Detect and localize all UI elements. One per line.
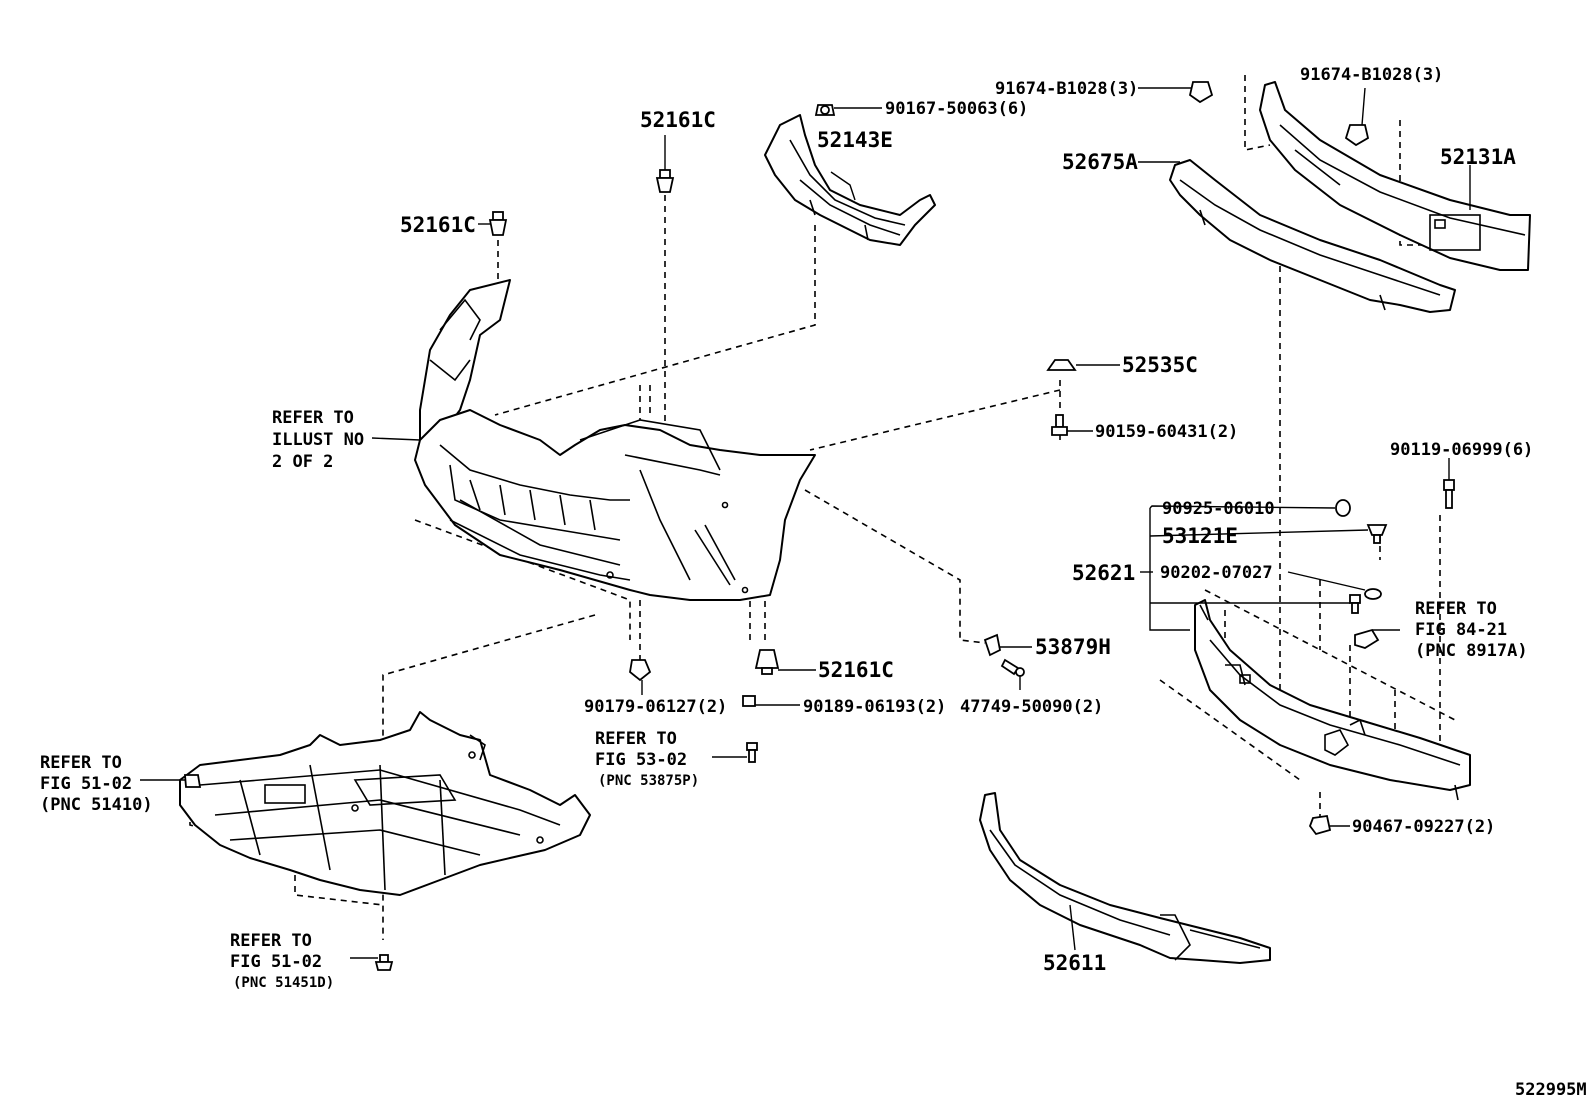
clip-52161c-bottom-icon [754, 649, 780, 675]
callout-52161c-left: 52161C [400, 213, 476, 237]
bolt-91674-left-icon [1188, 81, 1214, 104]
callout-52161c-top: 52161C [640, 108, 716, 132]
screw-53875p-icon [746, 742, 758, 763]
clip-51410-icon [184, 774, 202, 788]
sensor-bracket-icon [1354, 628, 1380, 649]
callout-52611: 52611 [1043, 951, 1106, 975]
callout-90119: 90119-06999(6) [1390, 440, 1533, 460]
callout-90189: 90189-06193(2) [803, 697, 946, 717]
clip-52161c-top-icon [655, 169, 675, 193]
refer-note-fig-53-02: REFER TO FIG 53-02 (PNC 53875P) [595, 729, 699, 789]
bolt-91674-right-icon [1344, 124, 1370, 147]
callout-53121e: 53121E [1162, 524, 1238, 548]
refer-note-fig-51-02-a: REFER TO FIG 51-02 (PNC 51410) [40, 753, 153, 815]
svg-text:(PNC 53875P): (PNC 53875P) [598, 773, 699, 789]
screw-47749-icon [1000, 658, 1025, 677]
screw-51451d-icon [374, 954, 394, 971]
callout-91674-left: 91674-B1028(3) [995, 79, 1138, 99]
diagram-id: 522995M [1515, 1080, 1587, 1099]
svg-text:REFER TO: REFER TO [230, 931, 312, 951]
bumper-bracket-52143e [764, 114, 936, 246]
clip-52161c-left-icon [488, 211, 508, 236]
callout-52621: 52621 [1072, 561, 1135, 585]
clip-53121e-icon [1366, 524, 1388, 544]
bolt-90159-icon [1051, 414, 1068, 436]
svg-text:FIG 84-21: FIG 84-21 [1415, 620, 1507, 640]
energy-absorber-52675a [1169, 159, 1456, 313]
svg-text:FIG 51-02: FIG 51-02 [230, 952, 322, 972]
callout-90167: 90167-50063(6) [885, 99, 1028, 119]
lower-support-52621 [1194, 599, 1471, 801]
clip-90467-icon [1308, 814, 1332, 836]
clip-90167-icon [814, 104, 836, 116]
callout-90159: 90159-60431(2) [1095, 422, 1238, 442]
grommet-90925-icon [1335, 499, 1351, 517]
reinforcement-52131a [1259, 81, 1531, 271]
svg-text:REFER TO: REFER TO [40, 753, 122, 773]
refer-note-fig-51-02-b: REFER TO FIG 51-02 (PNC 51451D) [230, 931, 334, 991]
nut-90189-icon [742, 695, 756, 707]
callout-52535c: 52535C [1122, 353, 1198, 377]
washer-90202-icon [1364, 588, 1382, 600]
callout-90467: 90467-09227(2) [1352, 817, 1495, 837]
svg-text:REFER TO: REFER TO [1415, 599, 1497, 619]
callout-52131a: 52131A [1440, 145, 1516, 169]
lower-spoiler-52611 [979, 792, 1271, 964]
svg-text:(PNC 8917A): (PNC 8917A) [1415, 641, 1528, 661]
leader-lines [140, 87, 1471, 959]
svg-text:FIG 53-02: FIG 53-02 [595, 750, 687, 770]
svg-text:REFER TO: REFER TO [272, 408, 354, 428]
svg-text:(PNC 51451D): (PNC 51451D) [233, 975, 334, 991]
callout-90925: 90925-06010 [1162, 499, 1275, 519]
front-bumper-cover [414, 279, 816, 601]
svg-text:FIG 51-02: FIG 51-02 [40, 774, 132, 794]
callout-47749: 47749-50090(2) [960, 697, 1103, 717]
callout-53879h: 53879H [1035, 635, 1111, 659]
clip-52535c-icon [1046, 359, 1077, 371]
callout-52143e: 52143E [817, 128, 893, 152]
svg-text:ILLUST NO: ILLUST NO [272, 430, 364, 450]
callout-91674-right: 91674-B1028(3) [1300, 65, 1443, 85]
nut-90179-icon [629, 659, 652, 682]
bolt-lower-support-icon [1349, 594, 1361, 614]
refer-note-illust: REFER TO ILLUST NO 2 OF 2 [272, 408, 364, 472]
callout-90179: 90179-06127(2) [584, 697, 727, 717]
clip-53879h-icon [983, 633, 1002, 657]
engine-under-cover [179, 711, 591, 896]
bolt-90119-icon [1443, 479, 1455, 509]
callout-52675a: 52675A [1062, 150, 1138, 174]
callout-90202: 90202-07027 [1160, 563, 1273, 583]
svg-text:REFER TO: REFER TO [595, 729, 677, 749]
svg-text:2 OF 2: 2 OF 2 [272, 452, 333, 472]
refer-note-fig-84-21: REFER TO FIG 84-21 (PNC 8917A) [1415, 599, 1528, 661]
svg-text:(PNC 51410): (PNC 51410) [40, 795, 153, 815]
fasteners [184, 81, 1455, 971]
callout-52161c-bottom: 52161C [818, 658, 894, 682]
callout-labels: 52161C 52161C 52143E 90167-50063(6) 9167… [400, 65, 1533, 975]
